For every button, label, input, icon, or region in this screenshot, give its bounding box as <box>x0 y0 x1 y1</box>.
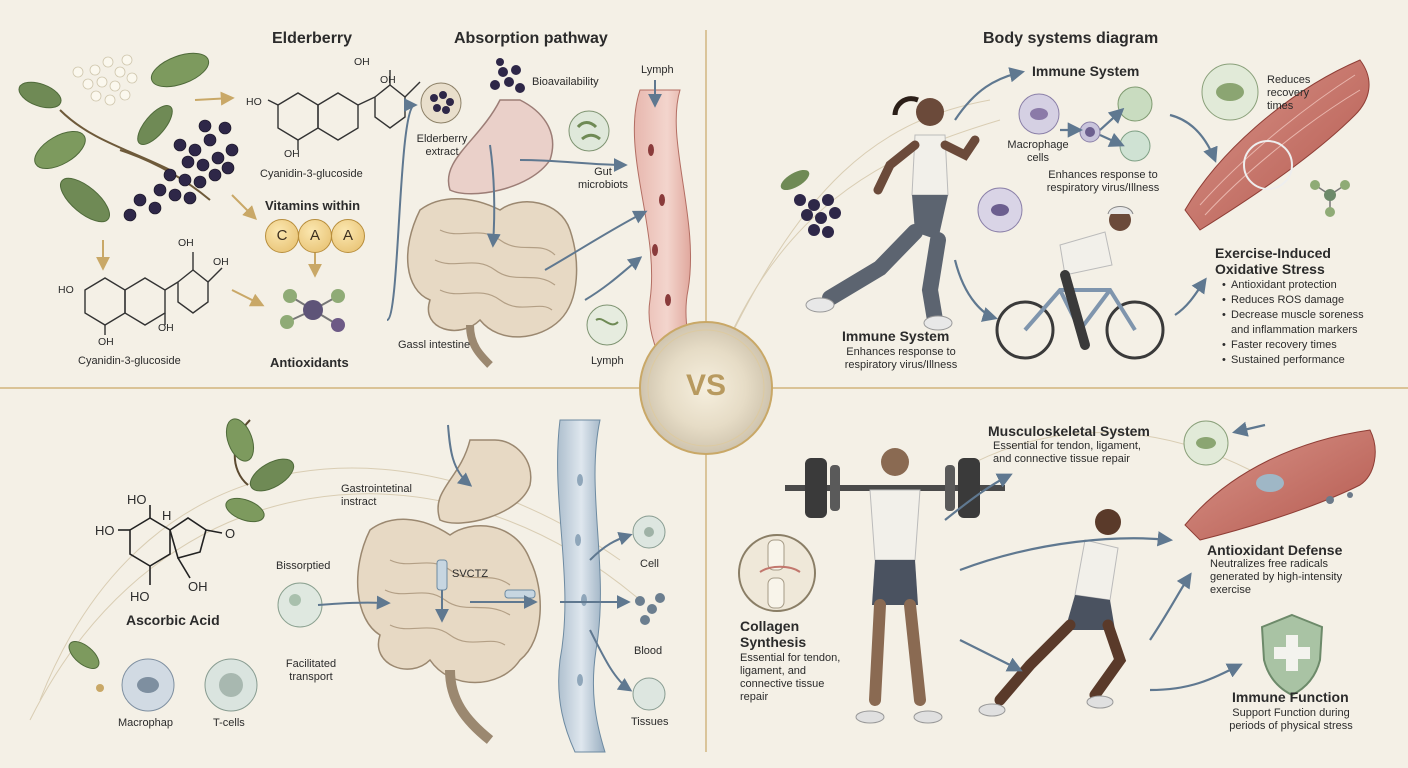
bioavailability-label: Bioavailability <box>532 76 599 88</box>
shield-icon <box>1260 613 1324 697</box>
collagen-title: Collagen Synthesis <box>740 618 807 650</box>
vitamin-c-badge: C <box>265 219 299 253</box>
muscle-bottom <box>1183 420 1376 541</box>
oxidative-stress-title: Exercise-Induced Oxidative Stress <box>1215 245 1331 277</box>
tcells-label: T-cells <box>213 717 245 729</box>
oh-label: HO <box>58 284 74 296</box>
facilitated-transport-label: Facilitated transport <box>285 658 337 683</box>
berry-cluster-small <box>490 58 525 93</box>
oh-label: OH <box>178 237 194 249</box>
svct-label: SVCTZ <box>452 568 489 580</box>
vitamin-c-leaf <box>68 418 295 692</box>
lymph-circle <box>586 304 628 346</box>
stomach-intestine-bottom <box>356 439 541 744</box>
mol-label: HO <box>95 523 115 538</box>
ascorbic-acid-label: Ascorbic Acid <box>126 612 220 628</box>
molecule-top-label: Cyanidin-3-glucoside <box>260 168 363 180</box>
tissues-label: Tissues <box>631 716 669 728</box>
blood-label: Blood <box>634 645 663 657</box>
mol-label: O <box>225 526 236 541</box>
gi-tract-label: Gastrointetinal instract <box>341 483 412 508</box>
absorbed-label: Bissorptied <box>276 560 331 572</box>
immune-bottom-title: Immune System <box>842 328 950 344</box>
oh-label: OH <box>98 336 114 348</box>
tcell <box>204 658 258 712</box>
elderberry-arrows <box>96 91 322 307</box>
oxidative-bullet: Antioxidant protection <box>1222 278 1381 293</box>
immune-bottom-desc: Enhances response to respiratory virus/I… <box>844 346 958 371</box>
macrophage-label: Macrophage cells <box>1007 139 1069 164</box>
oh-label: OH <box>284 148 300 160</box>
berry-cluster-runner <box>780 169 841 238</box>
cyclist-figure <box>995 206 1165 360</box>
sprinter-figure <box>978 509 1127 717</box>
antioxidants-label: Antioxidants <box>270 355 349 370</box>
oh-label: OH <box>354 56 370 68</box>
oxidative-bullet: Reduces ROS damage <box>1222 293 1381 308</box>
immune-function-desc: Support Function during periods of physi… <box>1229 707 1353 732</box>
oxidative-bullet: Faster recovery times <box>1222 338 1381 353</box>
absorption-title: Absorption pathway <box>454 30 608 47</box>
mol-label: H <box>162 508 172 523</box>
blood-vessel-blue <box>557 419 606 753</box>
vitamin-a-badge-2: A <box>331 219 365 253</box>
oh-label: HO <box>246 96 262 108</box>
absorption-arrows <box>386 80 662 321</box>
elderberry-title: Elderberry <box>272 30 353 47</box>
vitamins-title: Vitamins within <box>265 198 361 213</box>
elderberry-plant-illustration <box>18 52 239 223</box>
mol-label: HO <box>127 492 147 507</box>
vitamin-a-badge: A <box>298 219 332 253</box>
cyanidin-molecule-top <box>267 70 421 150</box>
immune-cells-cluster <box>977 86 1153 233</box>
molecule-small-top <box>1310 180 1350 217</box>
ascorbic-acid-molecule <box>118 505 223 585</box>
cell-label: Cell <box>640 558 659 570</box>
intestine-label: Gassl intestine <box>398 339 471 351</box>
lymph-bottom-label: Lymph <box>591 355 624 367</box>
musculo-title: Musculoskeletal System <box>988 423 1150 439</box>
immune-function-title: Immune Function <box>1232 689 1349 705</box>
antioxidant-defense-title: Antioxidant Defense <box>1207 542 1343 558</box>
body-systems-arrows <box>953 67 1218 322</box>
oh-label: OH <box>158 322 174 334</box>
musculo-desc: Essential for tendon, ligament, and conn… <box>993 440 1141 465</box>
lymph-top-label: Lymph <box>641 64 674 76</box>
antioxidant-defense-desc: Neutralizes free radicals generated by h… <box>1210 558 1343 596</box>
bissorbed-cell <box>277 582 323 628</box>
gut-microbiota-label: Gut microbiots <box>577 166 629 191</box>
extract-label: Elderberry extract <box>416 133 468 158</box>
macrophage-cell <box>121 658 175 712</box>
vs-emblem <box>639 321 773 455</box>
molecule-bottom-label: Cyanidin-3-glucoside <box>78 355 181 367</box>
immune-top-title: Immune System <box>1032 63 1140 79</box>
oxidative-bullet: Sustained performance <box>1222 353 1381 368</box>
cyanidin-molecule-bottom <box>84 252 223 335</box>
musculo-arrows <box>944 421 1266 692</box>
macrophage-cell-label: Macrophap <box>118 717 174 729</box>
oxidative-bullet: Decrease muscle soreness and inflammatio… <box>1222 308 1381 338</box>
immune-top-desc: Enhances response to respiratory virus/I… <box>1046 169 1160 194</box>
oh-label: OH <box>213 256 229 268</box>
oh-label: OH <box>380 74 396 86</box>
body-systems-title: Body systems diagram <box>983 30 1159 47</box>
runner-woman-figure <box>805 96 980 331</box>
recovery-label: Reduces recovery times <box>1267 74 1311 112</box>
muscle-top <box>1184 59 1370 231</box>
vs-label: VS <box>685 369 727 402</box>
collagen-desc: Essential for tendon, ligament, and conn… <box>740 652 841 703</box>
destination-cells <box>632 515 666 711</box>
mol-label: HO <box>130 589 150 604</box>
gut-microbiota-circle <box>568 110 610 152</box>
weightlifter-figure <box>785 448 1005 724</box>
mol-label: OH <box>188 579 208 594</box>
recovery-cell <box>1201 63 1259 121</box>
antioxidant-molecule <box>280 289 345 332</box>
vitamin-c-arrows <box>317 424 633 692</box>
extract-circle <box>420 82 462 124</box>
oxidative-stress-list: Antioxidant protection Reduces ROS damag… <box>1221 278 1381 368</box>
collagen-knee-circle <box>738 534 816 612</box>
stomach-intestine-top <box>407 99 578 368</box>
